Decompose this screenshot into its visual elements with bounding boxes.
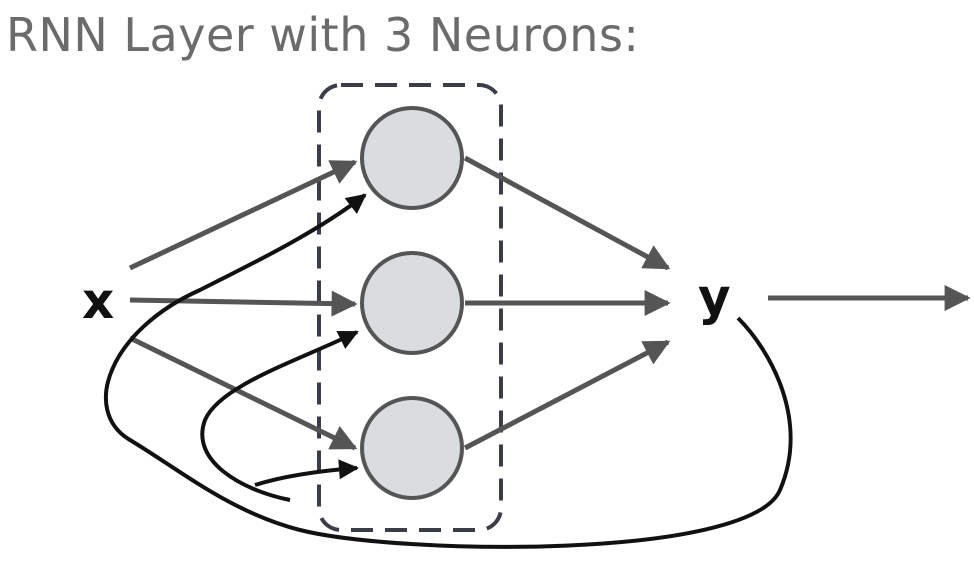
input-label: x — [82, 272, 114, 330]
diagram-title: RNN Layer with 3 Neurons: — [6, 8, 640, 62]
edge-neuron-1-y — [463, 155, 671, 271]
neuron-3 — [360, 396, 464, 500]
output-label: y — [698, 268, 731, 326]
recurrent-loop-main — [103, 193, 793, 549]
edge-x-neuron-1 — [128, 159, 358, 271]
edge-x-neuron-2 — [129, 290, 358, 317]
neuron-1 — [360, 106, 464, 210]
layer-box — [317, 83, 503, 532]
recurrent-loop-to-neuron-2 — [200, 330, 359, 502]
edge-neuron-3-y — [463, 339, 671, 451]
neuron-2 — [360, 251, 464, 355]
edge-x-neuron-3 — [128, 335, 358, 451]
recurrent-loop-to-neuron-3 — [254, 459, 359, 487]
